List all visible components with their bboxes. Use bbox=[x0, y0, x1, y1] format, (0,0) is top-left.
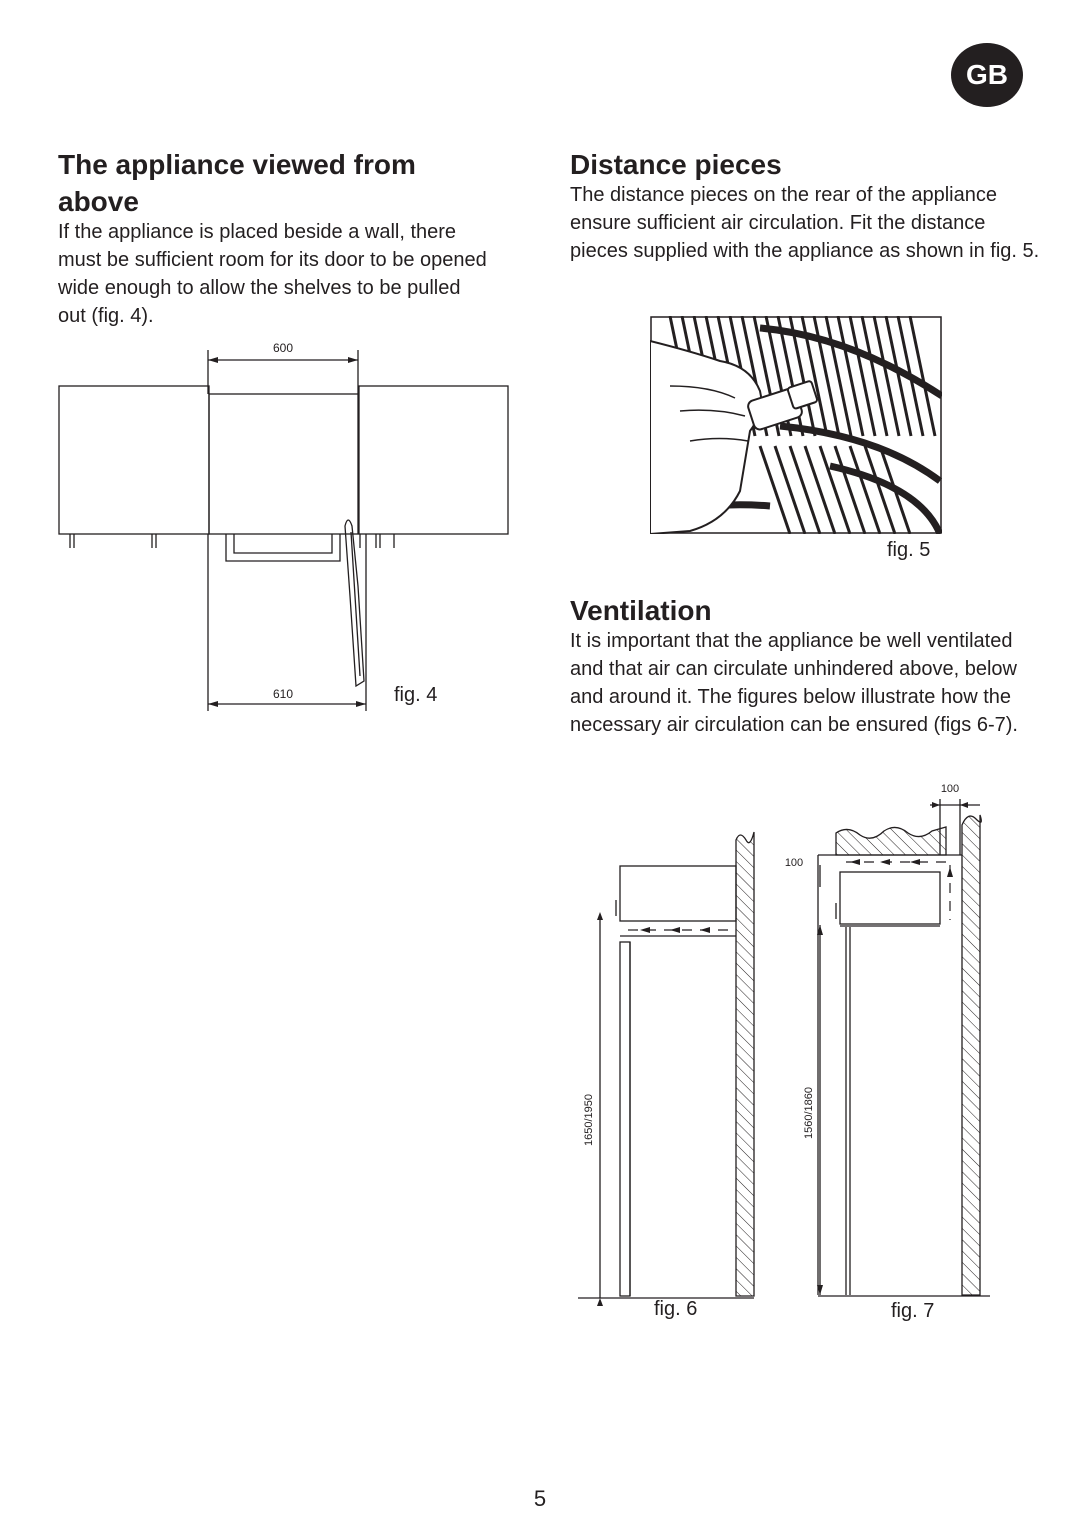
fig4-dimension-top: 600 bbox=[273, 341, 293, 355]
section-title-ventilation: Ventilation bbox=[570, 595, 712, 626]
fig7-top-dimension: 100 bbox=[941, 783, 959, 795]
fig5-label: fig. 5 bbox=[887, 539, 931, 561]
section-body-viewed-from-above: If the appliance is placed beside a wall… bbox=[58, 221, 487, 327]
fig7-side-dimension: 100 bbox=[785, 857, 803, 869]
fig7-label: fig. 7 bbox=[891, 1300, 935, 1322]
fig4-top-view-diagram: 600 610 bbox=[58, 341, 509, 711]
fig4-label: fig. 4 bbox=[394, 684, 438, 706]
section-body-distance-pieces: The distance pieces on the rear of the a… bbox=[570, 184, 1040, 262]
fig7-height-dimension: 1560/1860 bbox=[803, 1087, 815, 1139]
fig6-label: fig. 6 bbox=[654, 1298, 698, 1320]
language-badge: GB bbox=[951, 43, 1023, 107]
fig6-height-dimension: 1650/1950 bbox=[583, 1094, 595, 1146]
fig7-ventilation-diagram: 100 100 1560/1860 bbox=[785, 783, 990, 1297]
page-number: 5 bbox=[533, 1486, 547, 1511]
section-title-viewed-from-above: The appliance viewed from above bbox=[58, 149, 416, 217]
section-title-distance-pieces: Distance pieces bbox=[570, 149, 782, 180]
section-body-ventilation: It is important that the appliance be we… bbox=[570, 630, 1018, 736]
fig6-ventilation-diagram: 1650/1950 bbox=[578, 831, 755, 1306]
fig5-distance-piece-illustration bbox=[650, 316, 942, 534]
fig4-dimension-bottom: 610 bbox=[273, 687, 293, 701]
